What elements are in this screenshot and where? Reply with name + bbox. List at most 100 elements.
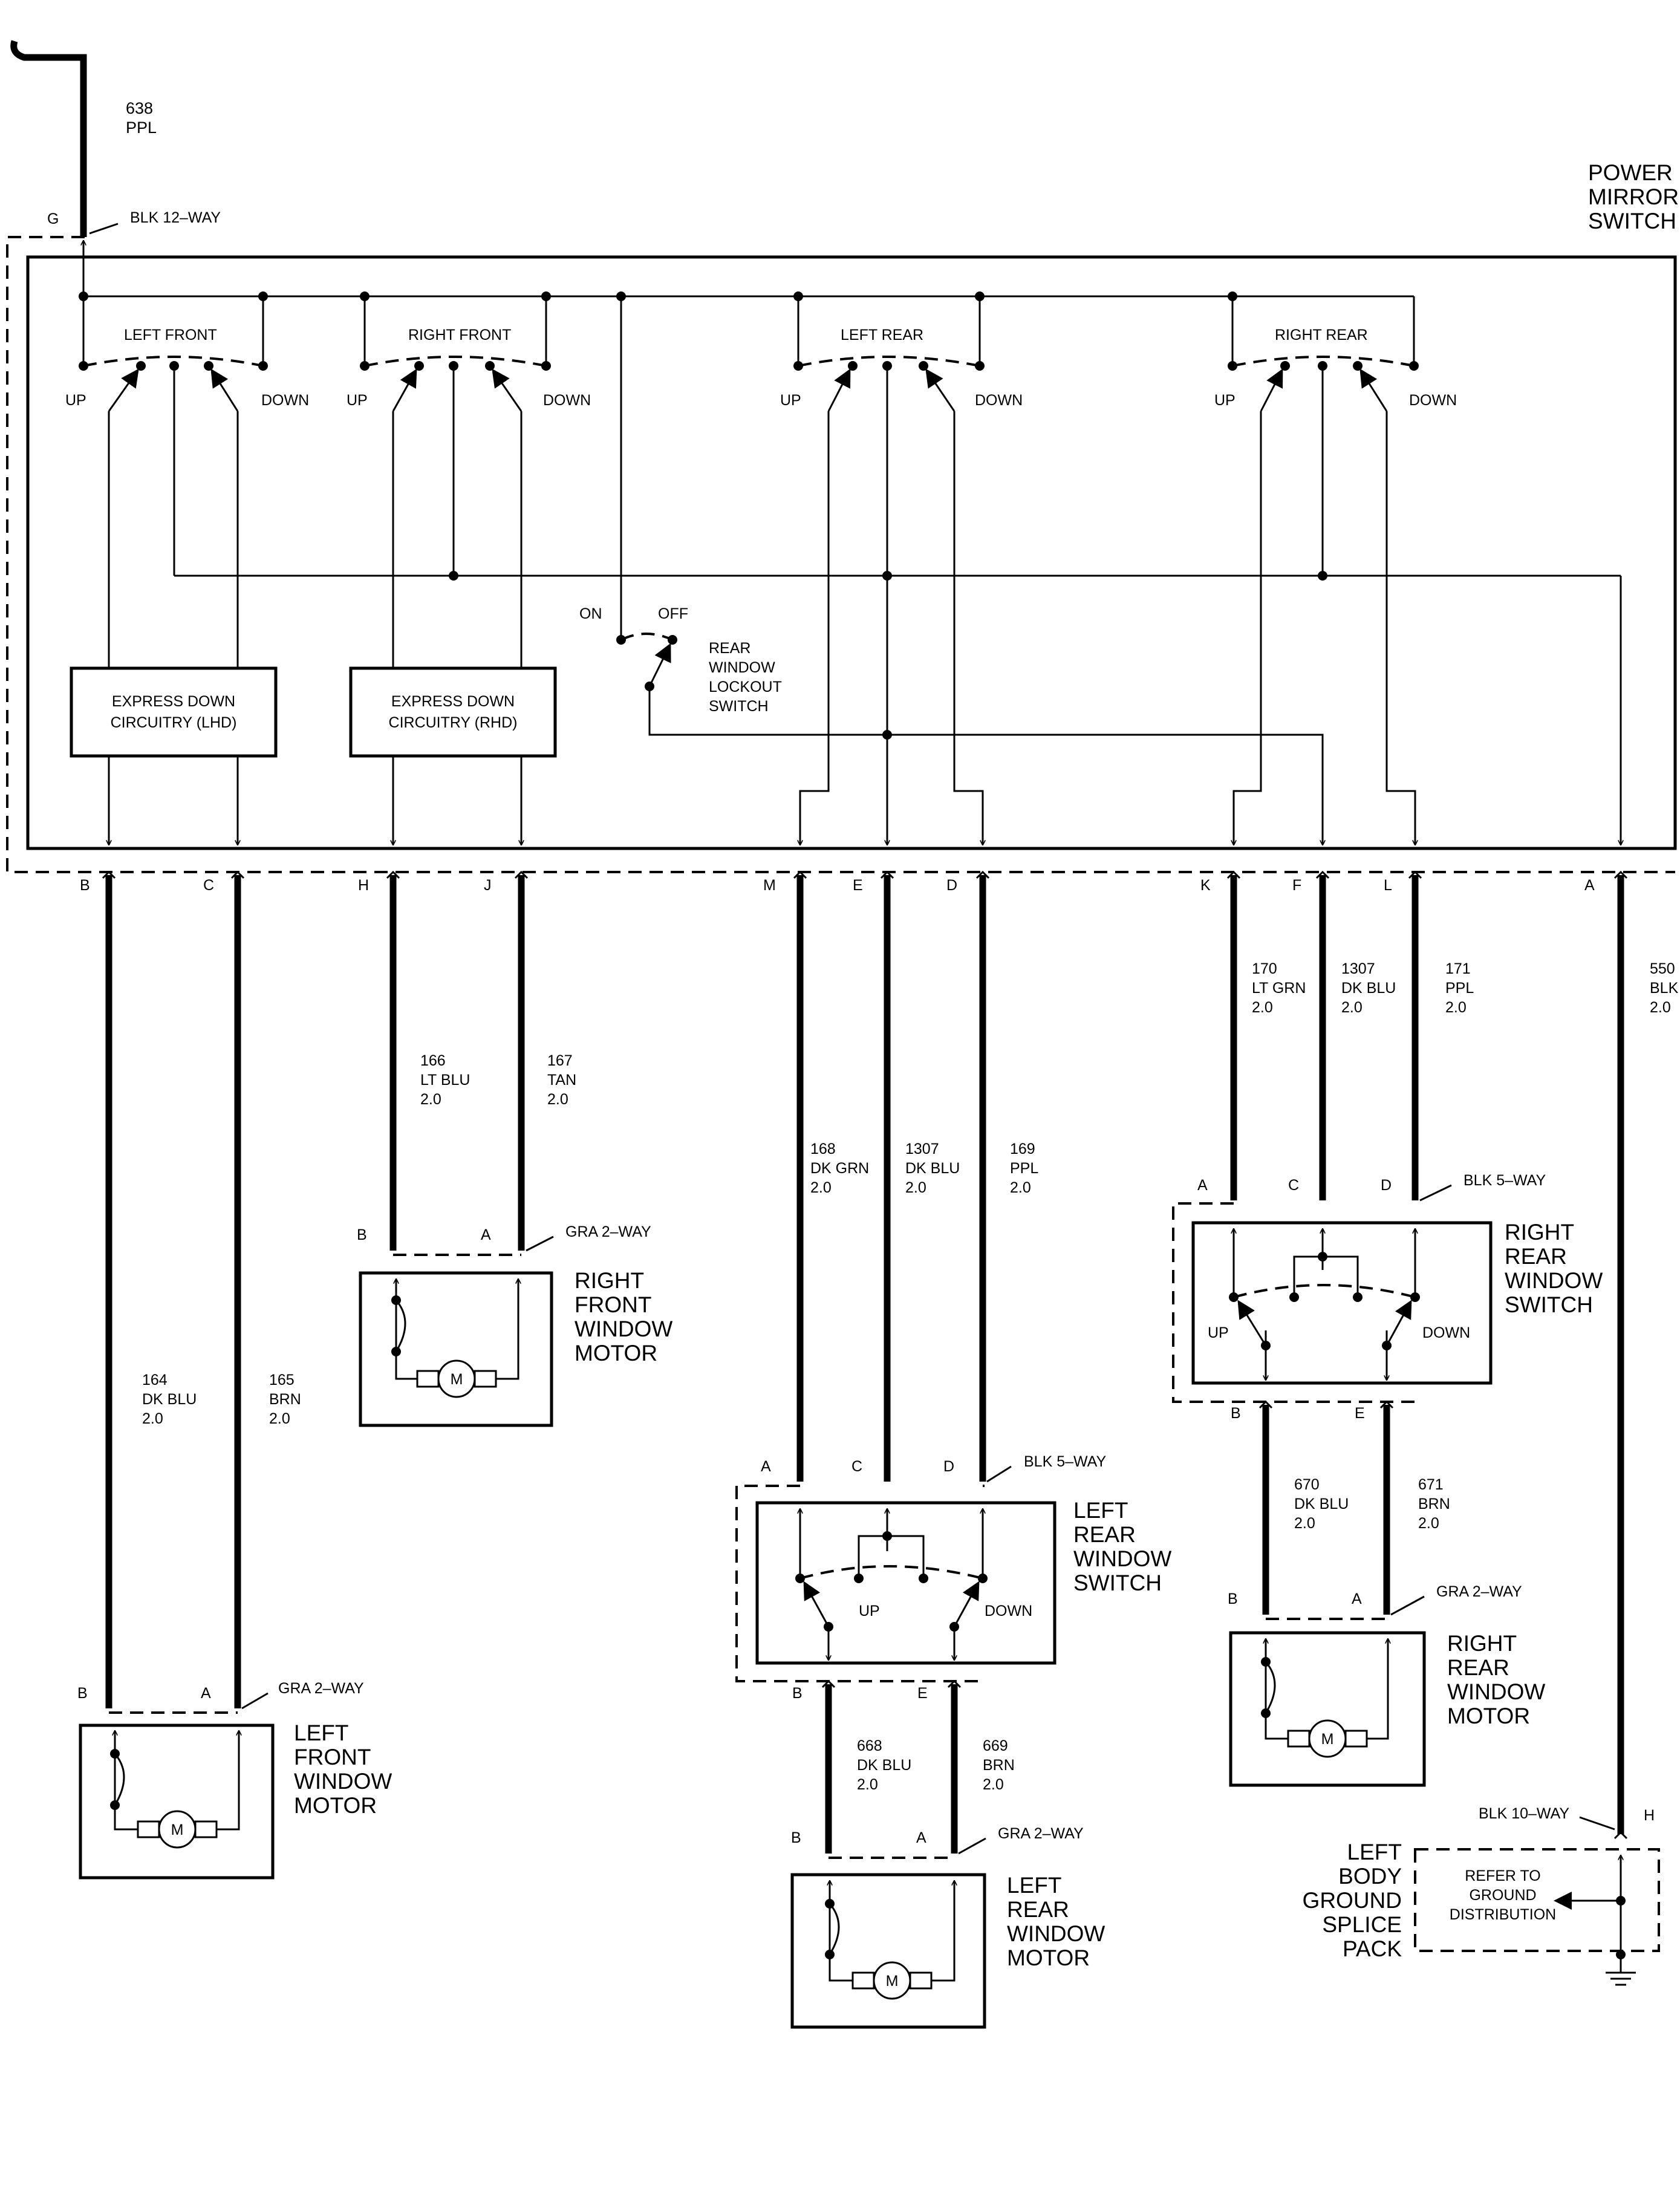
left-front-window-motor: B A GRA 2–WAY M LEFT FRONT WINDOW MOTOR xyxy=(77,1680,392,1880)
ground-symbol-icon xyxy=(1606,1971,1636,1986)
w169-size: 2.0 xyxy=(1010,1179,1031,1196)
lrm-label-2: REAR xyxy=(1007,1897,1069,1922)
w671-num: 671 xyxy=(1418,1476,1444,1493)
left-rear-down: DOWN xyxy=(975,392,1023,409)
right-rear-up: UP xyxy=(1214,392,1236,409)
bus-junctions xyxy=(79,291,1237,301)
rf-motor-label-3: WINDOW xyxy=(575,1317,672,1341)
pin-f: F xyxy=(1292,877,1301,894)
pin-a: A xyxy=(1584,877,1595,894)
w670-size: 2.0 xyxy=(1294,1515,1315,1532)
w171-size: 2.0 xyxy=(1445,999,1467,1016)
lrs-connector: BLK 5–WAY xyxy=(1024,1453,1106,1470)
right-front-switch: RIGHT FRONT UP DOWN EXPRESS DOWN CIRCUIT… xyxy=(347,327,591,845)
w167-color: TAN xyxy=(547,1072,576,1089)
w669-size: 2.0 xyxy=(983,1776,1004,1793)
w165-num: 165 xyxy=(269,1372,295,1388)
lrs-pin-d: D xyxy=(943,1458,954,1475)
ground-pack-label-4: SPLICE xyxy=(1322,1912,1402,1937)
ground-pack-label-1: LEFT xyxy=(1347,1840,1402,1864)
lrs-up: UP xyxy=(859,1603,880,1619)
w164-num: 164 xyxy=(142,1372,168,1388)
ground-connector: BLK 10–WAY xyxy=(1479,1805,1569,1822)
ground-ref-3: DISTRIBUTION xyxy=(1450,1906,1556,1923)
wires-668-669: 668 DK BLU 2.0 669 BRN 2.0 xyxy=(821,1679,1015,1854)
left-rear-switch-section: LEFT REAR UP DOWN xyxy=(780,327,1023,845)
w164-color: DK BLU xyxy=(142,1391,197,1408)
w550-size: 2.0 xyxy=(1650,999,1671,1016)
right-rear-window-motor: B A GRA 2–WAY M RIGHT REAR WINDOW MOTOR xyxy=(1228,1583,1545,1787)
lockout-label-1: REAR xyxy=(709,640,750,657)
w1307b-size: 2.0 xyxy=(1341,999,1363,1016)
right-rear-window-switch: A C D BLK 5–WAY UP DOWN RIGHT REAR WINDO… xyxy=(1172,1172,1603,1422)
switch-title-2: MIRROR xyxy=(1588,184,1679,209)
rrs-label-3: WINDOW xyxy=(1505,1268,1603,1293)
w168-color: DK GRN xyxy=(810,1160,869,1177)
rf-motor-label-2: FRONT xyxy=(575,1292,651,1317)
w671-size: 2.0 xyxy=(1418,1515,1439,1532)
lrs-label-3: WINDOW xyxy=(1073,1546,1171,1571)
rrm-label-2: REAR xyxy=(1447,1655,1509,1680)
w668-size: 2.0 xyxy=(857,1776,878,1793)
rrs-pin-e: E xyxy=(1355,1405,1365,1422)
rf-motor-symbol: M xyxy=(451,1371,463,1388)
rrs-connector: BLK 5–WAY xyxy=(1463,1172,1546,1189)
rrs-pin-d: D xyxy=(1381,1177,1392,1194)
rear-window-lockout-switch: ON OFF REAR WINDOW LOCKOUT SWITCH xyxy=(579,605,1323,845)
express-rhd-2: CIRCUITRY (RHD) xyxy=(389,714,518,731)
lf-motor-label-4: MOTOR xyxy=(294,1793,377,1818)
rrm-motor-symbol: M xyxy=(1321,1731,1334,1748)
switch-title-3: SWITCH xyxy=(1588,209,1676,233)
right-front-window-motor: B A GRA 2–WAY M RIGHT FRONT WINDOW MOTOR xyxy=(357,1223,672,1427)
pin-c: C xyxy=(203,877,214,894)
w170-num: 170 xyxy=(1252,960,1277,977)
lf-pin-a: A xyxy=(201,1685,211,1702)
rrs-label-2: REAR xyxy=(1505,1244,1567,1269)
w165-color: BRN xyxy=(269,1391,301,1408)
lf-motor-symbol: M xyxy=(171,1821,184,1838)
lrs-pin-a: A xyxy=(761,1458,771,1475)
right-rear-switch-section: RIGHT REAR UP DOWN xyxy=(1214,327,1457,845)
w166-num: 166 xyxy=(420,1052,446,1069)
w168-num: 168 xyxy=(810,1141,836,1157)
switch-connector-outline xyxy=(6,236,1675,873)
rrs-up: UP xyxy=(1208,1324,1229,1341)
lockout-label-2: WINDOW xyxy=(709,659,775,676)
feed-wire-circuit: 638 xyxy=(126,99,153,117)
rrs-label-1: RIGHT xyxy=(1505,1220,1574,1245)
switch-title-1: POWER xyxy=(1588,160,1673,185)
lf-motor-label-3: WINDOW xyxy=(294,1769,392,1794)
rrs-pin-c: C xyxy=(1288,1177,1299,1194)
left-rear-label: LEFT REAR xyxy=(841,327,923,343)
left-body-ground-splice-pack: BLK 10–WAY H REFER TO GROUND DISTRIBUTIO… xyxy=(1303,1805,1660,1986)
rrm-connector: GRA 2–WAY xyxy=(1436,1583,1522,1600)
lrs-label-1: LEFT xyxy=(1073,1498,1128,1523)
w169-num: 169 xyxy=(1010,1141,1035,1157)
right-rear-down: DOWN xyxy=(1409,392,1457,409)
left-front-label: LEFT FRONT xyxy=(124,327,217,343)
pin-l: L xyxy=(1384,877,1392,894)
w670-num: 670 xyxy=(1294,1476,1320,1493)
w1307a-num: 1307 xyxy=(905,1141,939,1157)
w167-size: 2.0 xyxy=(547,1091,568,1108)
express-lhd-1: EXPRESS DOWN xyxy=(112,693,235,710)
rf-pin-b: B xyxy=(357,1226,367,1243)
wire-labels: 164 DK BLU 2.0 165 BRN 2.0 166 LT BLU 2.… xyxy=(142,960,1679,1427)
rrm-pin-a: A xyxy=(1352,1590,1362,1607)
rrs-pin-a: A xyxy=(1197,1177,1208,1194)
right-rear-label: RIGHT REAR xyxy=(1275,327,1368,343)
pin-h: H xyxy=(358,877,369,894)
lrs-down: DOWN xyxy=(985,1603,1032,1619)
w171-color: PPL xyxy=(1445,980,1474,997)
power-mirror-switch: POWER MIRROR SWITCH G BLK 12–WAY xyxy=(6,160,1679,894)
switch-housing xyxy=(26,255,1677,850)
express-rhd-1: EXPRESS DOWN xyxy=(391,693,515,710)
rf-motor-label-4: MOTOR xyxy=(575,1341,657,1366)
lrs-pin-c: C xyxy=(851,1458,862,1475)
rrs-pin-b: B xyxy=(1231,1405,1241,1422)
lf-motor-label-1: LEFT xyxy=(294,1720,348,1745)
w668-num: 668 xyxy=(857,1737,882,1754)
left-front-down: DOWN xyxy=(261,392,309,409)
w166-size: 2.0 xyxy=(420,1091,441,1108)
rrs-down: DOWN xyxy=(1422,1324,1470,1341)
